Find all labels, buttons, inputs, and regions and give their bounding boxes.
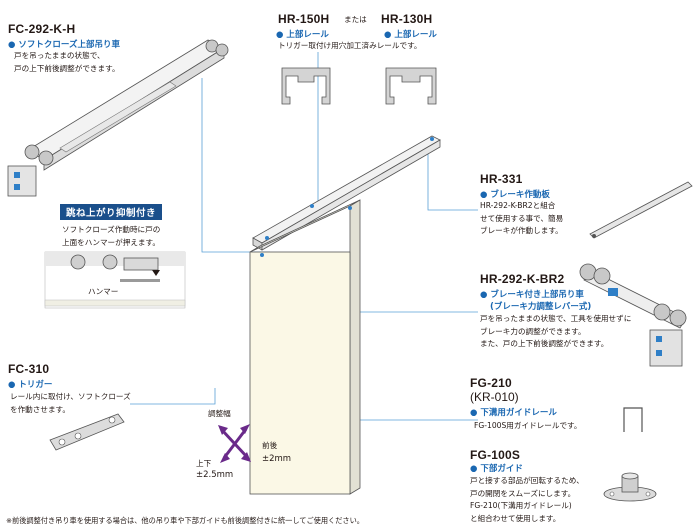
fc292-desc-line: 戸の上下前後調整ができます。 — [14, 63, 120, 73]
adjust-updown-label: 上下 — [196, 459, 212, 468]
hr292-desc-line: 戸を吊ったままの状態で、工具を使用せずに — [480, 314, 632, 323]
fg100s-desc-line: FG-210(下溝用ガイドレール) — [470, 501, 572, 510]
fc310-name-text: トリガー — [18, 380, 53, 390]
leader-fc310 — [130, 388, 216, 405]
hr292-code: HR-292-K-BR2 — [480, 272, 565, 286]
fc292-name: ● ソフトクローズ上部吊り車 — [8, 40, 120, 50]
fg100s-desc-line: と組合わせて使用します。 — [470, 513, 561, 523]
adjust-updown-value: ±2.5mm — [196, 470, 234, 480]
hr292-hanger-illustration — [579, 263, 687, 367]
hr331-desc: HR-292-K-BR2と組合 せて使用する事で、簡易 ブレーキが作動します。 — [480, 200, 563, 238]
antibounce-desc-line: ソフトクローズ作動時に戸の — [62, 225, 161, 234]
hr292-name-text: ブレーキ付き上部吊り車 — [490, 290, 584, 300]
antibounce-desc-line: 上面をハンマーが押えます。 — [62, 237, 160, 247]
leader-fc292 — [201, 78, 270, 253]
rail-desc: トリガー取付け用穴加工済みレールです。 — [278, 41, 422, 50]
fc292-code: FC-292-K-H — [8, 22, 76, 36]
fc310-desc-line: レール内に取付け、ソフトクローズ — [10, 392, 131, 401]
hr150-rail-name-text: 上部レール — [286, 30, 329, 40]
fg210-rail-profile — [623, 407, 643, 432]
hr292-desc: 戸を吊ったままの状態で、工具を使用せずに ブレーキ力の調整ができます。 また、戸… — [480, 313, 631, 351]
fc310-desc-line: を作動させます。 — [10, 404, 70, 414]
hr150-rail-profile — [281, 67, 331, 105]
door-panel — [249, 199, 361, 495]
antibounce-inset — [44, 251, 186, 309]
fg100s-desc-line: 戸と接する部品が回転するため、 — [470, 476, 584, 485]
hr150-code: HR-150H — [278, 12, 330, 26]
fg210-name: ● 下溝用ガイドレール — [470, 408, 557, 418]
fg100s-name-text: 下部ガイド — [480, 464, 523, 474]
adjust-label: 調整幅 — [208, 409, 231, 418]
hr331-desc-line: HR-292-K-BR2と組合 — [480, 201, 556, 210]
hr130-rail-name: ● 上部レール — [384, 30, 437, 40]
or-text: または — [344, 15, 367, 24]
hr130-code: HR-130H — [381, 12, 433, 26]
antibounce-badge: 跳ね上がり抑制付き — [60, 204, 163, 220]
fg210-code2: (KR-010) — [470, 390, 519, 404]
fg100s-guide-illustration — [603, 472, 657, 502]
fg100s-desc-line: 戸の開閉をスムーズにします。 — [470, 488, 576, 498]
hr292-desc-line: ブレーキ力の調整ができます。 — [480, 326, 586, 336]
fg100s-desc: 戸と接する部品が回転するため、 戸の開閉をスムーズにします。 FG-210(下溝… — [470, 475, 584, 525]
fg100s-name: ● 下部ガイド — [470, 464, 523, 474]
hr331-desc-line: ブレーキが作動します。 — [480, 226, 563, 235]
fc292-desc-line: 戸を吊ったままの状態で、 — [14, 51, 105, 60]
hammer-label: ハンマー — [88, 287, 119, 296]
leader-hr331 — [427, 140, 478, 211]
fg100s-code: FG-100S — [470, 448, 521, 462]
hr331-plate-illustration — [589, 181, 693, 239]
hr130-rail-profile — [385, 67, 437, 105]
leader-fg210 — [355, 393, 478, 421]
fc292-name-text: ソフトクローズ上部吊り車 — [18, 40, 120, 50]
adjust-front-label: 前後 — [262, 441, 278, 450]
antibounce-desc: ソフトクローズ作動時に戸の 上面をハンマーが押えます。 — [62, 224, 160, 249]
top-rail-bar — [252, 135, 441, 251]
hr331-name: ● ブレーキ作動板 — [480, 190, 550, 200]
fc310-code: FC-310 — [8, 362, 50, 376]
fc292-desc: 戸を吊ったままの状態で、 戸の上下前後調整ができます。 — [14, 50, 120, 75]
hr331-name-text: ブレーキ作動板 — [490, 190, 550, 200]
hr150-rail-name: ● 上部レール — [276, 30, 329, 40]
hr292-desc-line: また、戸の上下前後調整ができます。 — [480, 339, 609, 348]
fg210-name-text: 下溝用ガイドレール — [480, 408, 557, 418]
fc310-trigger-illustration — [49, 413, 125, 451]
footnote: ※前後調整付き吊り車を使用する場合は、他の吊り車や下部ガイドも前後調整付きに統一… — [6, 516, 364, 525]
fg210-code: FG-210 — [470, 376, 512, 390]
adjust-front-value: ±2mm — [262, 454, 292, 464]
hr130-rail-name-text: 上部レール — [394, 30, 437, 40]
hr331-desc-line: せて使用する事で、簡易 — [480, 213, 564, 223]
fc310-name: ● トリガー — [8, 380, 53, 390]
hr292-name: ● ブレーキ付き上部吊り車 — [480, 290, 584, 300]
fc292-hanger-illustration — [7, 39, 229, 197]
adjust-arrows — [218, 424, 251, 463]
fc310-desc: レール内に取付け、ソフトクローズ を作動させます。 — [10, 391, 131, 416]
fg210-desc: FG-100S用ガイドレールです。 — [474, 421, 582, 430]
hr292-name2: (ブレーキ力調整レバー式) — [490, 302, 592, 312]
hr331-code: HR-331 — [480, 172, 523, 186]
